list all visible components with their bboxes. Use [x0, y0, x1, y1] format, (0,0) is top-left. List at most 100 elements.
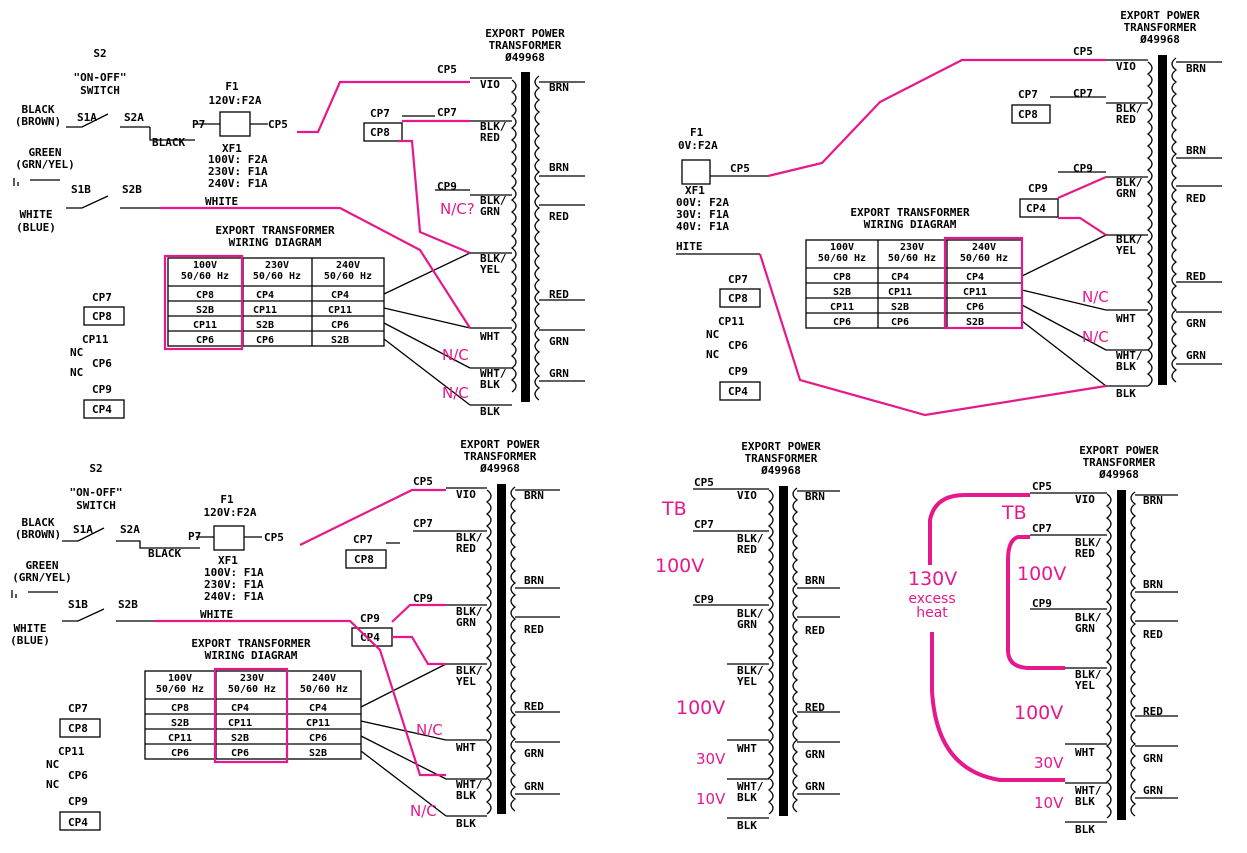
input-brown: (BROWN) — [15, 115, 61, 128]
annot-nc-2: N/C — [442, 384, 469, 402]
cp7-label: CP7 — [1032, 522, 1052, 535]
wiring-diagram-title: EXPORT TRANSFORMER — [191, 637, 311, 650]
fuse-alt-100: 100V: F1A — [204, 566, 264, 579]
switch-title-2: "ON-OFF" — [74, 71, 127, 84]
xf1-label: XF1 — [685, 184, 705, 197]
s2a-label: S2A — [124, 111, 144, 124]
svg-text:100V: 100V — [193, 260, 217, 271]
annot-nc-2: N/C — [1082, 328, 1109, 346]
tap-blk-yel-2: YEL — [1075, 679, 1095, 692]
annot-10v: 10V — [696, 790, 726, 808]
fuse-alt-100: 00V: F2A — [676, 196, 729, 209]
input-white: WHITE — [19, 208, 52, 221]
tap-blk-grn-2: GRN — [456, 616, 476, 629]
cp8-label: CP8 — [1018, 108, 1038, 121]
tap-vio: VIO — [1075, 493, 1095, 506]
svg-text:100V: 100V — [168, 673, 192, 684]
cp8-connector — [363, 122, 403, 142]
tap-blk-yel-1: BLK/ — [1116, 233, 1143, 246]
sec-lead-red-2: RED — [1143, 705, 1163, 718]
tap-blk-grn-1: BLK/ — [737, 607, 764, 620]
tap-blk-grn-1: BLK/ — [480, 194, 507, 207]
input-green: GREEN — [25, 559, 58, 572]
svg-text:S2B: S2B — [891, 302, 909, 313]
switch-title: S2 — [93, 47, 106, 60]
input-blue: (BLUE) — [16, 221, 56, 234]
annot-100v-2: 100V — [676, 697, 725, 719]
tap-blk: BLK — [1075, 823, 1095, 836]
panel-tap-voltages: EXPORT POWER TRANSFORMER Ø49968 BRN BRN … — [655, 440, 840, 832]
svg-text:CP6: CP6 — [891, 317, 909, 328]
panel-tap-voltages-excess: EXPORT POWER TRANSFORMER Ø49968 BRN BRN … — [908, 444, 1178, 836]
svg-text:CP4: CP4 — [309, 703, 327, 714]
switch-contacts — [66, 113, 195, 209]
sec-lead-brn-1: BRN — [805, 490, 825, 503]
highlight-230v-column — [213, 667, 289, 764]
highlight-cp5-path — [297, 80, 470, 134]
fuse-alt-240: 240V: F1A — [204, 590, 264, 603]
tap-blk-yel-1: BLK/ — [737, 664, 764, 677]
sec-lead-grn-1: GRN — [1143, 752, 1163, 765]
fuse-alt-240: 240V: F1A — [208, 177, 268, 190]
left-cp8: CP8 — [728, 292, 748, 305]
tap-wht: WHT — [737, 742, 757, 755]
tap-blk-red-1: BLK/ — [1075, 536, 1102, 549]
svg-text:CP11: CP11 — [168, 733, 192, 744]
sec-lead-brn-2: BRN — [524, 574, 544, 587]
svg-text:CP8: CP8 — [833, 272, 851, 283]
highlight-130v-bottom — [930, 632, 1065, 782]
transformer-title-line1: EXPORT POWER — [1079, 444, 1159, 457]
svg-text:CP6: CP6 — [171, 748, 189, 759]
left-nc-1: NC — [70, 346, 83, 359]
input-brown: (BROWN) — [15, 528, 61, 541]
cp8-label: CP8 — [354, 553, 374, 566]
tap-blk-red-1: BLK/ — [737, 532, 764, 545]
sec-lead-grn-2: GRN — [805, 780, 825, 793]
transformer-title-line2: TRANSFORMER — [745, 452, 818, 465]
sec-lead-grn-1: GRN — [1186, 317, 1206, 330]
svg-text:CP11: CP11 — [963, 287, 987, 298]
transformer-title-line1: EXPORT POWER — [1120, 9, 1200, 22]
input-black: BLACK — [21, 103, 54, 116]
tap-blk-grn-2: GRN — [1075, 622, 1095, 635]
annot-tb: TB — [1001, 502, 1027, 524]
highlight-240v-column — [943, 236, 1024, 330]
highlight-100v-column — [163, 254, 244, 351]
svg-text:S2B: S2B — [171, 718, 189, 729]
tap-wht-blk-1: WHT/ — [1116, 349, 1143, 362]
svg-text:50/60 Hz: 50/60 Hz — [181, 271, 229, 282]
cp9-tap-label: CP9 — [437, 180, 457, 193]
sec-lead-red-2: RED — [1186, 270, 1206, 283]
tap-blk-red-2: RED — [1116, 113, 1136, 126]
sec-lead-red-1: RED — [1186, 192, 1206, 205]
left-cp8: CP8 — [68, 722, 88, 735]
cp7-tap-label: CP7 — [437, 106, 457, 119]
svg-text:50/60 Hz: 50/60 Hz — [960, 253, 1008, 264]
tap-blk-grn-1: BLK/ — [1116, 176, 1143, 189]
transformer-part-number: Ø49968 — [1098, 468, 1139, 481]
svg-text:S2B: S2B — [256, 320, 274, 331]
primary-winding — [485, 489, 492, 815]
svg-text:CP11: CP11 — [830, 302, 854, 313]
svg-text:CP11: CP11 — [193, 320, 217, 331]
wiring-diagram-title-2: WIRING DIAGRAM — [229, 236, 322, 249]
tap-wht: WHT — [480, 330, 500, 343]
transformer-title-line1: EXPORT POWER — [485, 27, 565, 40]
s1b-label: S1B — [71, 183, 91, 196]
transformer-core — [1158, 55, 1167, 385]
svg-text:240V: 240V — [312, 673, 336, 684]
tap-blk: BLK — [737, 819, 757, 832]
sec-lead-brn-2: BRN — [549, 161, 569, 174]
fuse-alt-240: 40V: F1A — [676, 220, 729, 233]
left-cp11: CP11 — [718, 315, 745, 328]
tap-blk: BLK — [456, 817, 476, 830]
primary-winding — [767, 489, 774, 815]
transformer-core — [779, 486, 788, 816]
left-cp9: CP9 — [92, 383, 112, 396]
svg-text:S2B: S2B — [833, 287, 851, 298]
left-cp6: CP6 — [92, 357, 112, 370]
tap-wht-blk-2: BLK — [737, 791, 757, 804]
cp5-label: CP5 — [437, 63, 457, 76]
s2a-label: S2A — [120, 523, 140, 536]
annot-nc-1: N/C — [416, 721, 443, 739]
